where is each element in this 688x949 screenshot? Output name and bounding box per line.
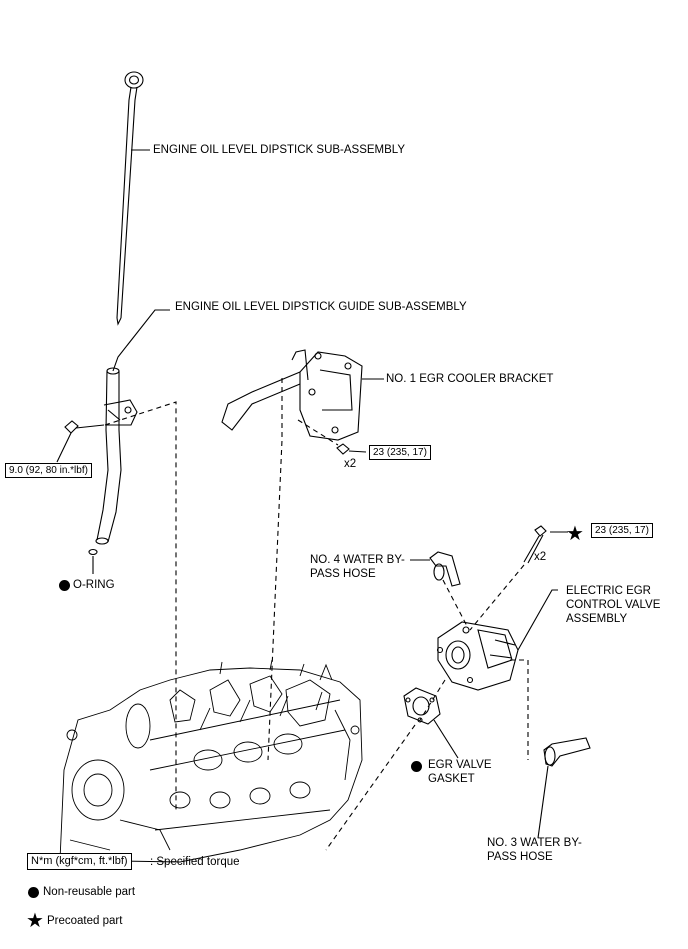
- o-ring-drawing: [88, 548, 98, 556]
- water-hose-3-label-line1: NO. 3 WATER BY-: [487, 837, 582, 849]
- gasket-nonreusable-icon: [411, 761, 422, 772]
- o-ring-label: O-RING: [73, 579, 115, 591]
- egr-bracket-drawing: [221, 349, 363, 441]
- valve-bolt-quantity: x2: [534, 551, 547, 563]
- egr-gasket-label-line1: EGR VALVE: [428, 759, 492, 771]
- egr-cooler-bracket-label: NO. 1 EGR COOLER BRACKET: [386, 373, 554, 385]
- hose-4-dashed: [442, 579, 469, 629]
- legend-nonreusable-text: Non-reusable part: [43, 886, 136, 898]
- guide-leader: [112, 309, 170, 372]
- legend-torque-text: : Specified torque: [150, 856, 240, 868]
- o-ring-nonreusable-icon: [59, 580, 70, 591]
- hose-3-leader: [537, 765, 549, 839]
- valve-leader: [517, 589, 558, 651]
- legend-precoated-star-icon: ★: [26, 910, 44, 932]
- egr-gasket-label-line2: GASKET: [428, 773, 475, 785]
- guide-dashed-line: [104, 401, 177, 810]
- bracket-dashed-line: [267, 378, 283, 761]
- bracket-bolt-dashed: [297, 419, 339, 446]
- egr-valve-label-line1: ELECTRIC EGR: [566, 585, 651, 597]
- hose-4-drawing: [429, 551, 461, 587]
- dipstick-guide-drawing: [95, 367, 138, 545]
- valve-bolt-torque-box: 23 (235, 17): [591, 523, 653, 538]
- legend-nonreusable-icon: [28, 887, 39, 898]
- egr-valve-label-line3: ASSEMBLY: [566, 613, 628, 625]
- valve-bolt-drawing: [523, 525, 547, 564]
- dipstick-guide-label: ENGINE OIL LEVEL DIPSTICK GUIDE SUB-ASSE…: [175, 301, 467, 313]
- water-hose-4-label-line1: NO. 4 WATER BY-: [310, 554, 405, 566]
- valve-gasket-dashed: [419, 679, 446, 721]
- hose-3-drawing: [543, 737, 591, 767]
- egr-valve-label-line2: CONTROL VALVE: [566, 599, 661, 611]
- guide-bolt-torque-box: 9.0 (92, 80 in.*lbf): [5, 463, 92, 478]
- water-hose-3-label-line2: PASS HOSE: [487, 851, 553, 863]
- dipstick-label: ENGINE OIL LEVEL DIPSTICK SUB-ASSEMBLY: [153, 144, 406, 156]
- legend-torque-box: N*m (kgf*cm, ft.*lbf): [27, 853, 132, 870]
- valve-bolt-dashed: [469, 564, 525, 631]
- precoated-star-icon: ★: [566, 523, 584, 545]
- guide-bolt-drawing: [64, 420, 105, 434]
- egr-valve-drawing: [436, 621, 519, 691]
- dipstick-drawing: [116, 71, 144, 326]
- water-hose-4-label-line2: PASS HOSE: [310, 568, 376, 580]
- bracket-bolt-torque-box: 23 (235, 17): [369, 445, 431, 460]
- egr-gasket-drawing: [403, 687, 441, 725]
- legend-precoated-text: Precoated part: [47, 915, 123, 927]
- gasket-dashed: [325, 724, 416, 851]
- bracket-bolt-quantity: x2: [344, 458, 357, 470]
- engine-drawing: [59, 659, 363, 863]
- valve-dashed-line: [510, 659, 529, 760]
- gasket-leader: [433, 719, 459, 759]
- bracket-bolt-drawing: [336, 443, 367, 455]
- guide-bolt-leader: [56, 432, 72, 463]
